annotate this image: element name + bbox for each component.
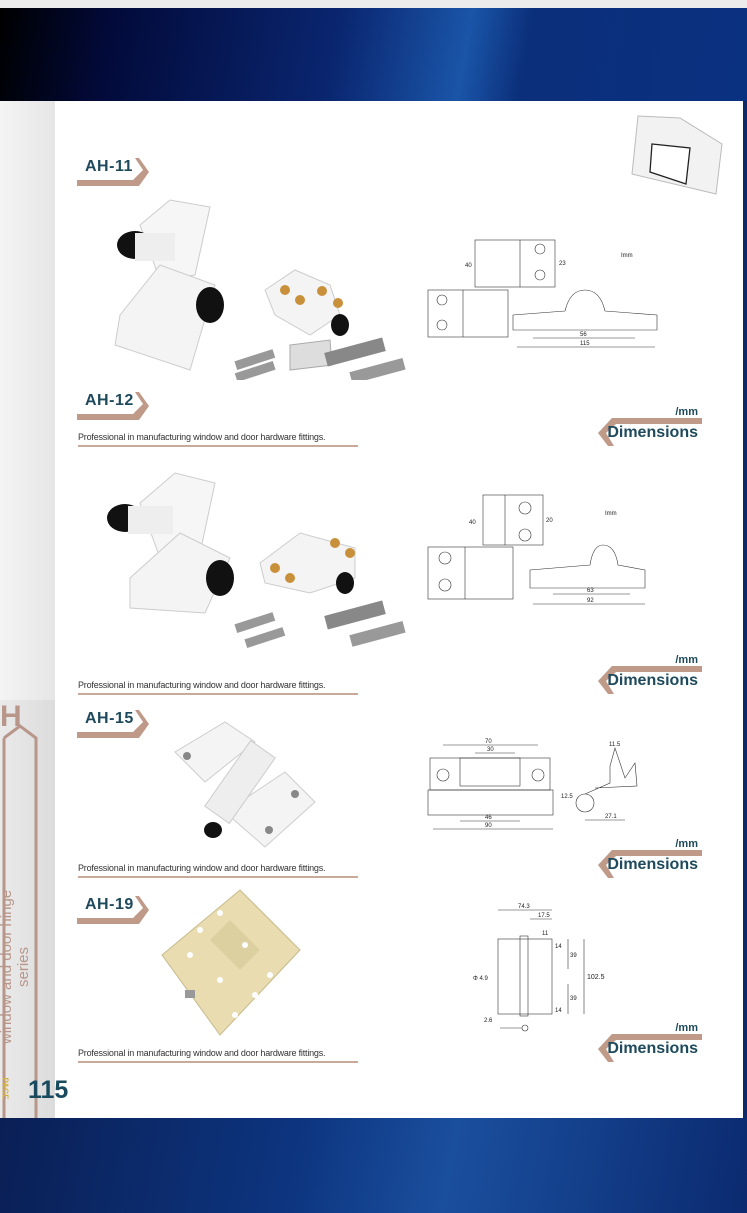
dim-92: 92 xyxy=(587,598,594,604)
dim-11-5: 11.5 xyxy=(609,742,621,748)
tagline: Professional in manufacturing window and… xyxy=(78,863,359,878)
unit-note: Imm xyxy=(621,253,633,259)
tagline: Professional in manufacturing window and… xyxy=(78,1048,359,1063)
brand-logo xyxy=(631,115,723,195)
page-gutter xyxy=(0,101,55,701)
header-banner xyxy=(0,8,747,101)
dim-40: 40 xyxy=(465,263,472,269)
product-code-ah-11: AH-11 xyxy=(77,156,149,188)
tagline: Professional in manufacturing window and… xyxy=(78,432,359,447)
product-code-ah-12: AH-12 xyxy=(77,390,149,422)
dim-27-1: 27.1 xyxy=(605,814,617,820)
page-number: 115 xyxy=(28,1076,69,1104)
dimension-drawing-ah-11: 40 23 56 115 Imm xyxy=(427,239,658,348)
dimension-drawing-ah-12: 40 20 63 92 Imm xyxy=(427,494,646,605)
dim-115: 115 xyxy=(580,341,590,347)
product-image-ah-11 xyxy=(114,199,406,380)
series-sidebar xyxy=(0,700,55,1118)
product-image-ah-15 xyxy=(174,721,316,848)
dim-74-3: 74.3 xyxy=(518,904,530,910)
dim-70: 70 xyxy=(485,739,492,745)
dim-20: 20 xyxy=(546,518,553,524)
dim-2-6: 2.6 xyxy=(484,1018,493,1024)
unit-note: Imm xyxy=(605,511,617,517)
dim-46: 46 xyxy=(485,815,492,821)
product-code-ah-15: AH-15 xyxy=(77,708,149,740)
dim-40: 40 xyxy=(469,520,476,526)
dim-12-5: 12.5 xyxy=(561,794,573,800)
tagline: Professional in manufacturing window and… xyxy=(78,680,359,695)
dim-56: 56 xyxy=(580,332,587,338)
dim-14-bottom: 14 xyxy=(555,1008,562,1014)
dim-14-top: 14 xyxy=(555,944,562,950)
dim-102-5: 102.5 xyxy=(587,974,605,981)
series-label: window and door hinge series xyxy=(0,889,32,1045)
top-strip xyxy=(0,0,747,8)
dim-30: 30 xyxy=(487,747,494,753)
product-image-ah-19 xyxy=(161,889,301,1036)
dimension-drawing-ah-15: 70 30 46 90 11.5 12.5 27.1 xyxy=(427,739,638,830)
page-word: PAGE xyxy=(0,1077,10,1100)
dim-90: 90 xyxy=(485,823,492,829)
footer-banner xyxy=(0,1118,747,1213)
dim-11: 11 xyxy=(542,931,549,937)
dim-17-5: 17.5 xyxy=(538,913,550,919)
product-code-ah-19: AH-19 xyxy=(77,894,149,926)
dim-39-bottom: 39 xyxy=(570,996,577,1002)
dim-23: 23 xyxy=(559,261,566,267)
product-image-ah-12 xyxy=(107,472,406,648)
dim-phi-4-9: Φ 4.9 xyxy=(473,976,488,982)
series-initial: H xyxy=(0,700,22,733)
dim-63: 63 xyxy=(587,588,594,594)
dim-39-top: 39 xyxy=(570,953,577,959)
dimension-drawing-ah-19: 74.3 17.5 11 14 39 102.5 39 14 Φ 4.9 2.6 xyxy=(473,904,605,1032)
